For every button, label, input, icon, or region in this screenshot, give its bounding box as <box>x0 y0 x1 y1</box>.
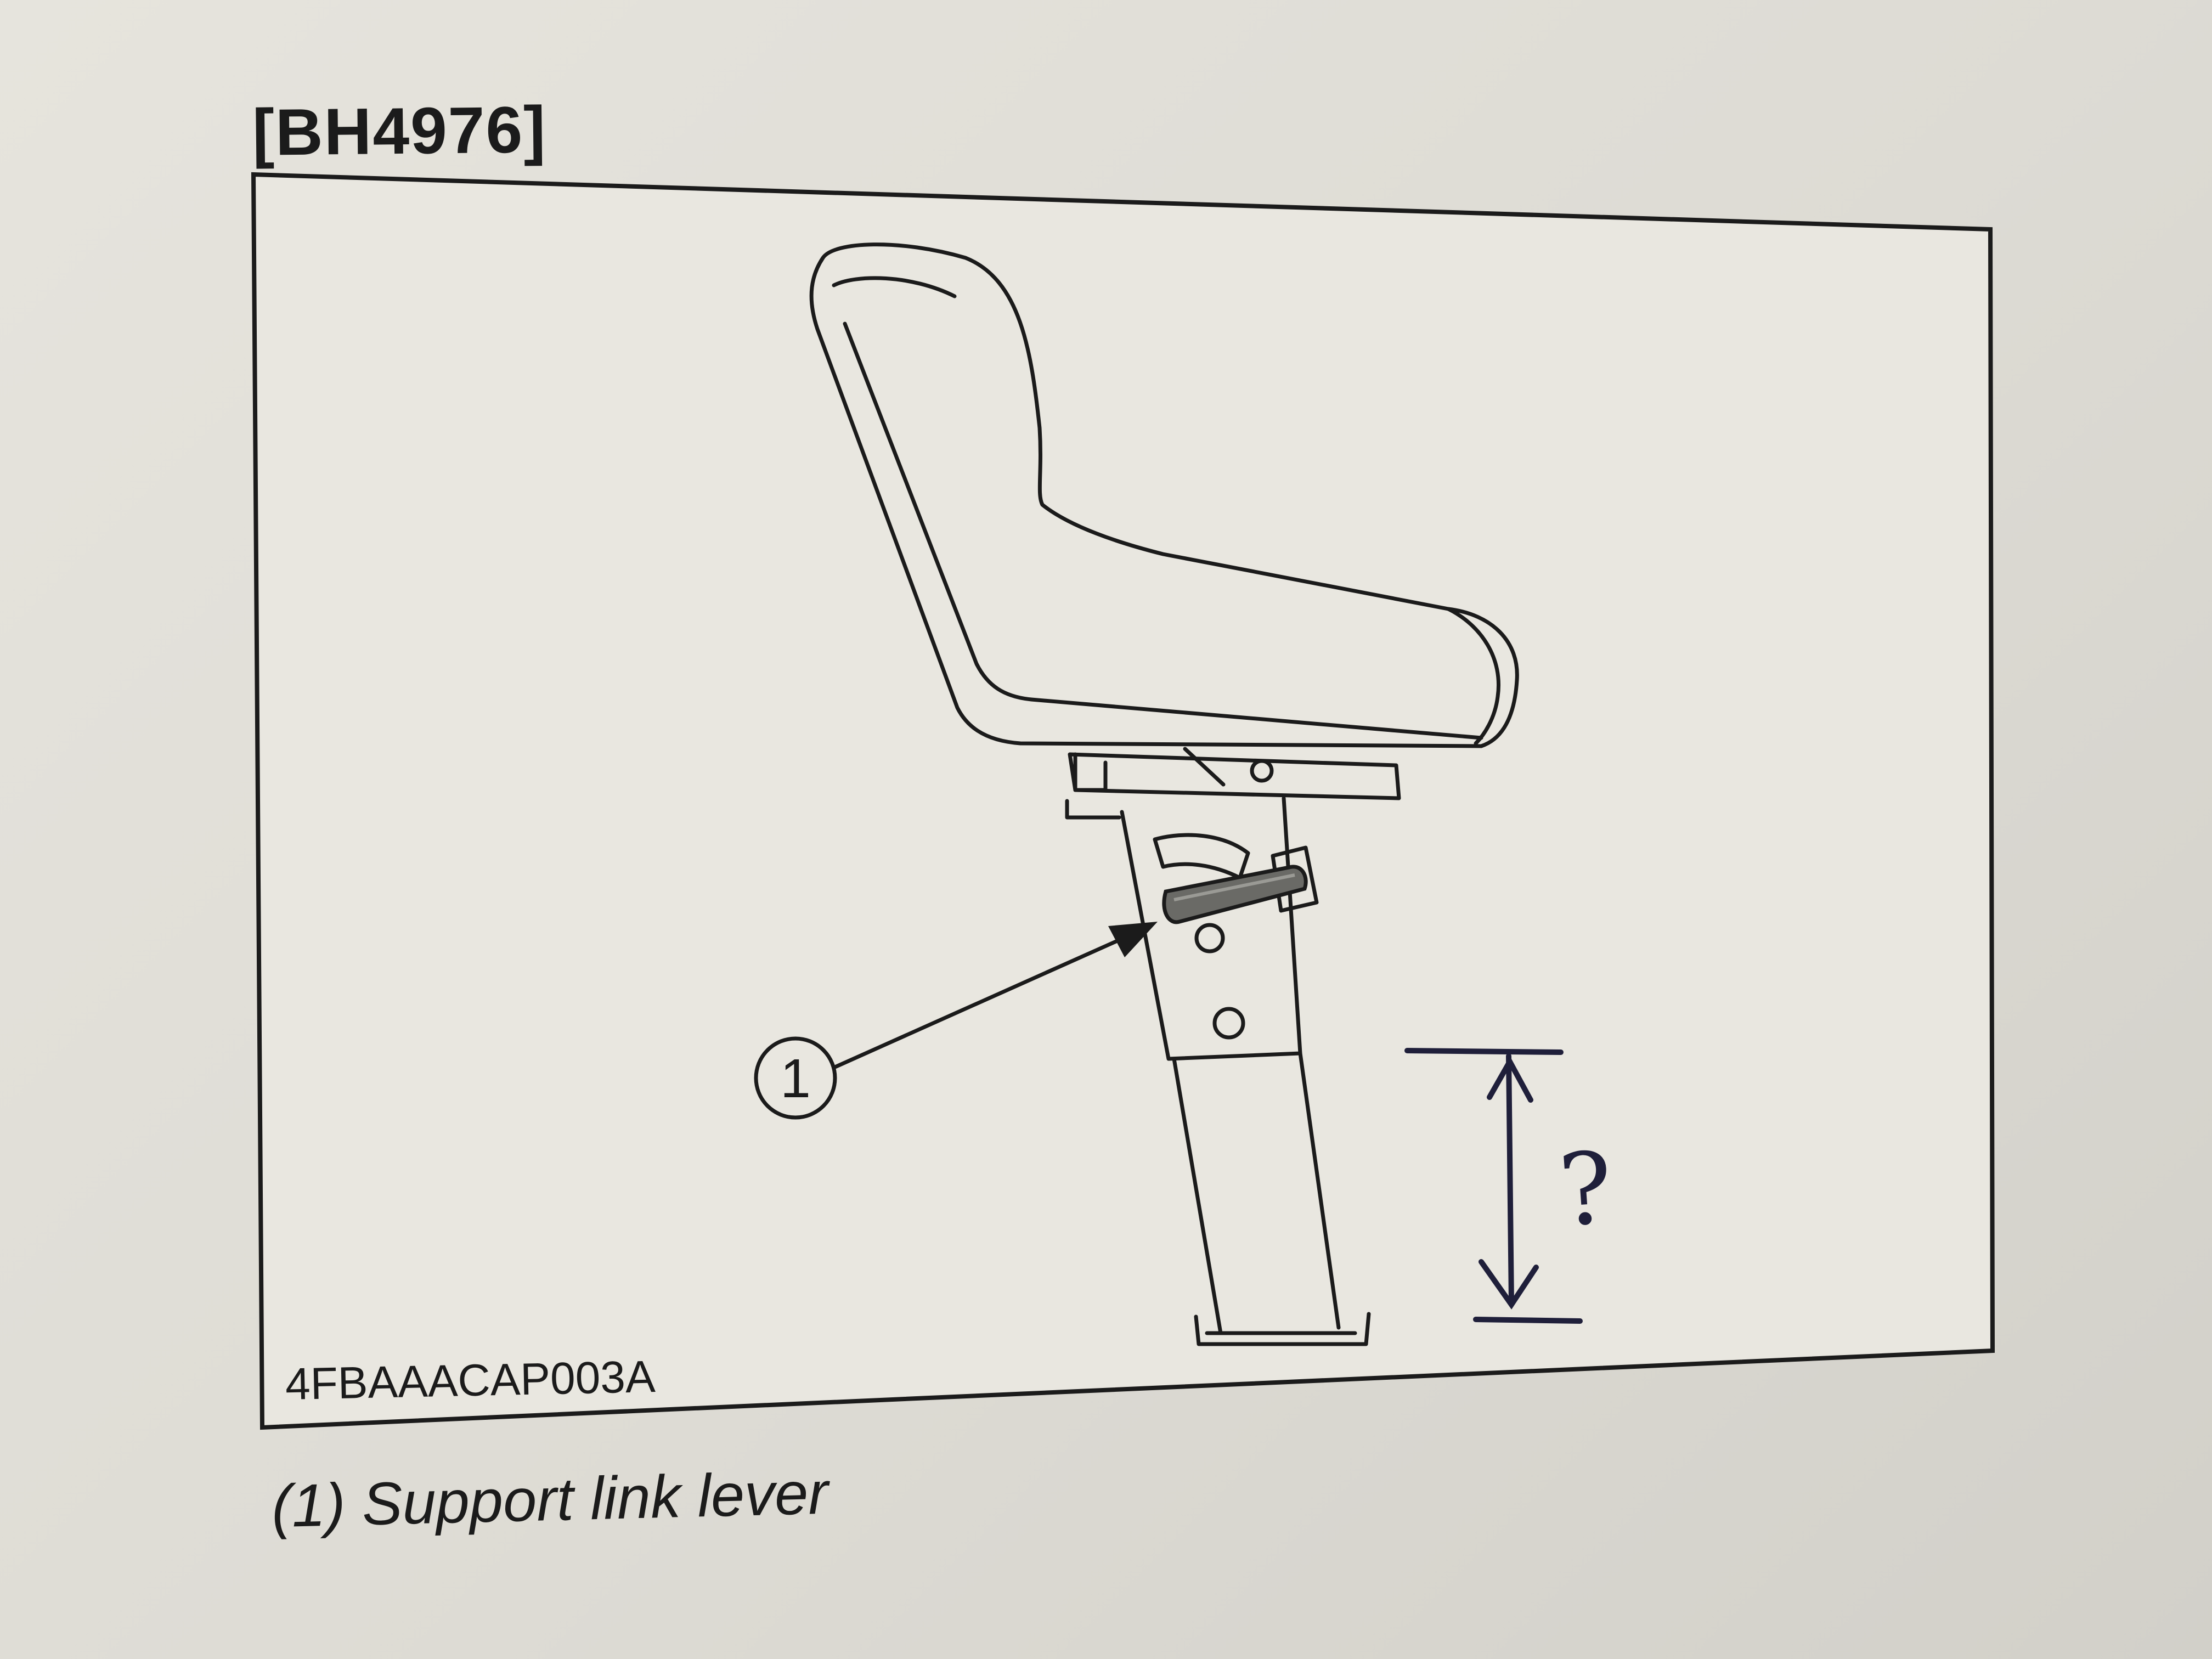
figure-caption: (1) Support link lever <box>270 1459 830 1541</box>
post-hole-lower <box>1212 1007 1245 1040</box>
figure-id: [BH4976] <box>252 93 547 170</box>
seat-nut <box>1250 759 1274 783</box>
callout-number: 1 <box>780 1048 811 1109</box>
dimension-arrow-bottom <box>1479 1259 1539 1310</box>
support-link-lever <box>1162 865 1308 924</box>
seat-drawing <box>754 242 1519 1346</box>
callout-arrowhead <box>1108 922 1158 957</box>
post-hole-upper <box>1194 923 1225 953</box>
seat-rail <box>1065 799 1121 820</box>
lower-post <box>1172 1051 1341 1335</box>
seat-cushion-front <box>1446 607 1500 746</box>
foot-bracket <box>1194 1312 1371 1346</box>
handwritten-height-marking <box>1404 1048 1583 1324</box>
seat-outline <box>809 242 1519 748</box>
dimension-arrow-top <box>1487 1056 1533 1103</box>
seat-base-slant <box>1183 747 1226 787</box>
dimension-bottom-line <box>1473 1317 1583 1324</box>
stop-guide <box>1153 833 1250 880</box>
seat-trim-line <box>832 276 1483 740</box>
figure-frame <box>251 172 1995 1430</box>
dimension-shaft <box>1506 1053 1514 1306</box>
image-code: 4FBAAACAP003A <box>285 1351 656 1410</box>
seat-bracket <box>1073 752 1108 792</box>
callout-leader <box>833 930 1138 1069</box>
handwritten-question-mark: ? <box>1555 1131 1616 1249</box>
dimension-top-line <box>1404 1048 1564 1055</box>
upper-post <box>1120 796 1302 1061</box>
callout-circle <box>754 1036 837 1120</box>
